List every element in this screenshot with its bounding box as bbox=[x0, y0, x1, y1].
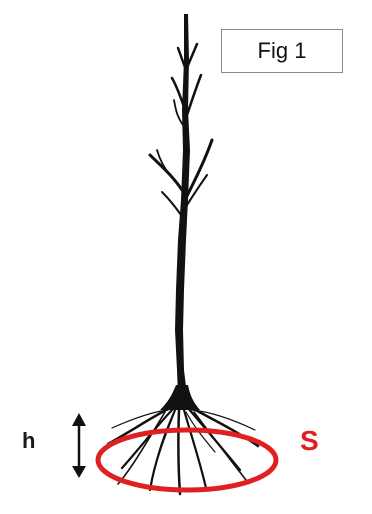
figure-caption: Fig 1 bbox=[258, 38, 307, 64]
surface-ellipse bbox=[98, 430, 276, 490]
surface-label: S bbox=[300, 425, 319, 457]
height-label: h bbox=[22, 428, 35, 454]
sapling-branches bbox=[150, 44, 212, 215]
figure-caption-box: Fig 1 bbox=[221, 29, 343, 73]
sapling-root-collar bbox=[160, 385, 200, 410]
double-headed-vertical-arrow-icon bbox=[72, 413, 86, 478]
